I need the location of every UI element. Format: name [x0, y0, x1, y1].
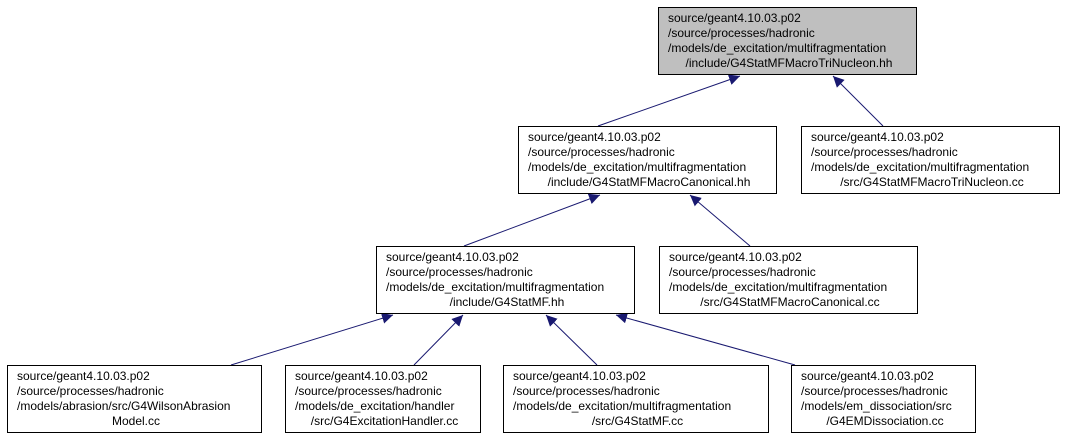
node-excitation-handler-cc[interactable]: source/geant4.10.03.p02 /source/processe…	[285, 365, 481, 433]
edge-statmf-cc-to-statmf-hh	[545, 314, 598, 366]
node-line: /source/processes/hadronic	[386, 265, 533, 279]
node-line: /models/em_dissociation/src	[801, 399, 952, 413]
node-line: /source/processes/hadronic	[801, 384, 948, 398]
node-line: /models/de_excitation/multifragmentation	[669, 280, 888, 294]
edge-em-dissociation-cc-to-statmf-hh	[615, 312, 796, 366]
node-root[interactable]: source/geant4.10.03.p02 /source/processe…	[658, 7, 917, 75]
node-line: /include/G4StatMFMacroTriNucleon.hh	[685, 56, 893, 70]
node-line: /source/processes/hadronic	[668, 26, 815, 40]
node-line: Model.cc	[111, 414, 161, 428]
node-line: /models/abrasion/src/G4WilsonAbrasion	[17, 399, 231, 413]
node-line: /source/processes/hadronic	[669, 265, 816, 279]
node-line: /models/de_excitation/multifragmentation	[528, 160, 747, 174]
edge-excitation-handler-cc-to-statmf-hh	[413, 314, 464, 366]
node-line: /src/G4StatMF.cc	[591, 414, 684, 428]
node-statmf-hh[interactable]: source/geant4.10.03.p02 /source/processe…	[376, 246, 635, 314]
node-line: source/geant4.10.03.p02	[17, 369, 150, 383]
node-line: source/geant4.10.03.p02	[295, 369, 428, 383]
node-line: source/geant4.10.03.p02	[801, 369, 934, 383]
node-line: /src/G4StatMFMacroTriNucleon.cc	[840, 175, 1024, 189]
node-line: /source/processes/hadronic	[811, 145, 958, 159]
node-wilson-abrasion-cc[interactable]: source/geant4.10.03.p02 /source/processe…	[7, 365, 262, 433]
edge-macro-canonical-hh-to-root	[597, 74, 741, 127]
node-line: /models/de_excitation/handler	[295, 399, 455, 413]
node-macro-canonical-hh[interactable]: source/geant4.10.03.p02 /source/processe…	[518, 126, 777, 194]
node-line: /source/processes/hadronic	[528, 145, 675, 159]
edge-macro-trinucleon-cc-to-root	[832, 75, 884, 127]
node-line: /src/G4StatMFMacroCanonical.cc	[700, 295, 880, 309]
node-line: /models/de_excitation/multifragmentation	[513, 399, 732, 413]
node-line: source/geant4.10.03.p02	[528, 130, 661, 144]
node-em-dissociation-cc[interactable]: source/geant4.10.03.p02 /source/processe…	[791, 365, 976, 433]
node-macro-trinucleon-cc[interactable]: source/geant4.10.03.p02 /source/processe…	[801, 126, 1060, 194]
node-line: /models/de_excitation/multifragmentation	[811, 160, 1030, 174]
node-line: source/geant4.10.03.p02	[513, 369, 646, 383]
edge-statmf-hh-to-macro-canonical-hh	[463, 193, 601, 247]
edge-wilson-abrasion-cc-to-statmf-hh	[230, 312, 394, 366]
node-line: /models/de_excitation/multifragmentation	[668, 41, 887, 55]
node-line: source/geant4.10.03.p02	[669, 250, 802, 264]
node-line: /source/processes/hadronic	[295, 384, 442, 398]
node-macro-canonical-cc[interactable]: source/geant4.10.03.p02 /source/processe…	[659, 246, 918, 314]
node-line: /src/G4ExcitationHandler.cc	[310, 414, 459, 428]
node-line: source/geant4.10.03.p02	[668, 11, 801, 25]
edge-macro-canonical-cc-to-macro-canonical-hh	[689, 194, 751, 247]
node-line: /G4EMDissociation.cc	[826, 414, 944, 428]
node-line: source/geant4.10.03.p02	[386, 250, 519, 264]
node-statmf-cc[interactable]: source/geant4.10.03.p02 /source/processe…	[503, 365, 769, 433]
node-line: /models/de_excitation/multifragmentation	[386, 280, 605, 294]
node-line: source/geant4.10.03.p02	[811, 130, 944, 144]
node-line: /include/G4StatMF.hh	[449, 295, 565, 309]
node-line: /source/processes/hadronic	[513, 384, 660, 398]
node-line: /source/processes/hadronic	[17, 384, 164, 398]
node-line: /include/G4StatMFMacroCanonical.hh	[547, 175, 751, 189]
